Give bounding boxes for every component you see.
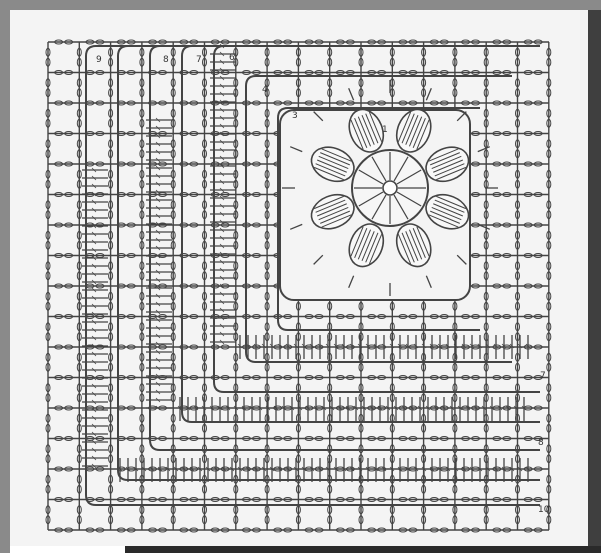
round-label: 7 <box>540 371 546 381</box>
center-flower <box>280 80 498 300</box>
round-label: 10 <box>538 505 550 515</box>
round-label: 8 <box>163 55 169 65</box>
round-label: 9 <box>96 55 102 65</box>
outer-spoke <box>349 88 354 100</box>
outer-spoke <box>426 88 431 100</box>
round-boundary <box>246 76 512 86</box>
round-label: 4 <box>262 85 268 95</box>
round-label: 3 <box>292 111 298 121</box>
round-label: 7 <box>196 55 202 65</box>
round-boundary <box>150 46 540 56</box>
round-label: 6 <box>229 53 235 63</box>
round-label: 1 <box>382 125 388 135</box>
magic-ring-icon <box>383 181 397 195</box>
round-boundary <box>214 46 540 56</box>
round-label: 8 <box>538 438 544 448</box>
